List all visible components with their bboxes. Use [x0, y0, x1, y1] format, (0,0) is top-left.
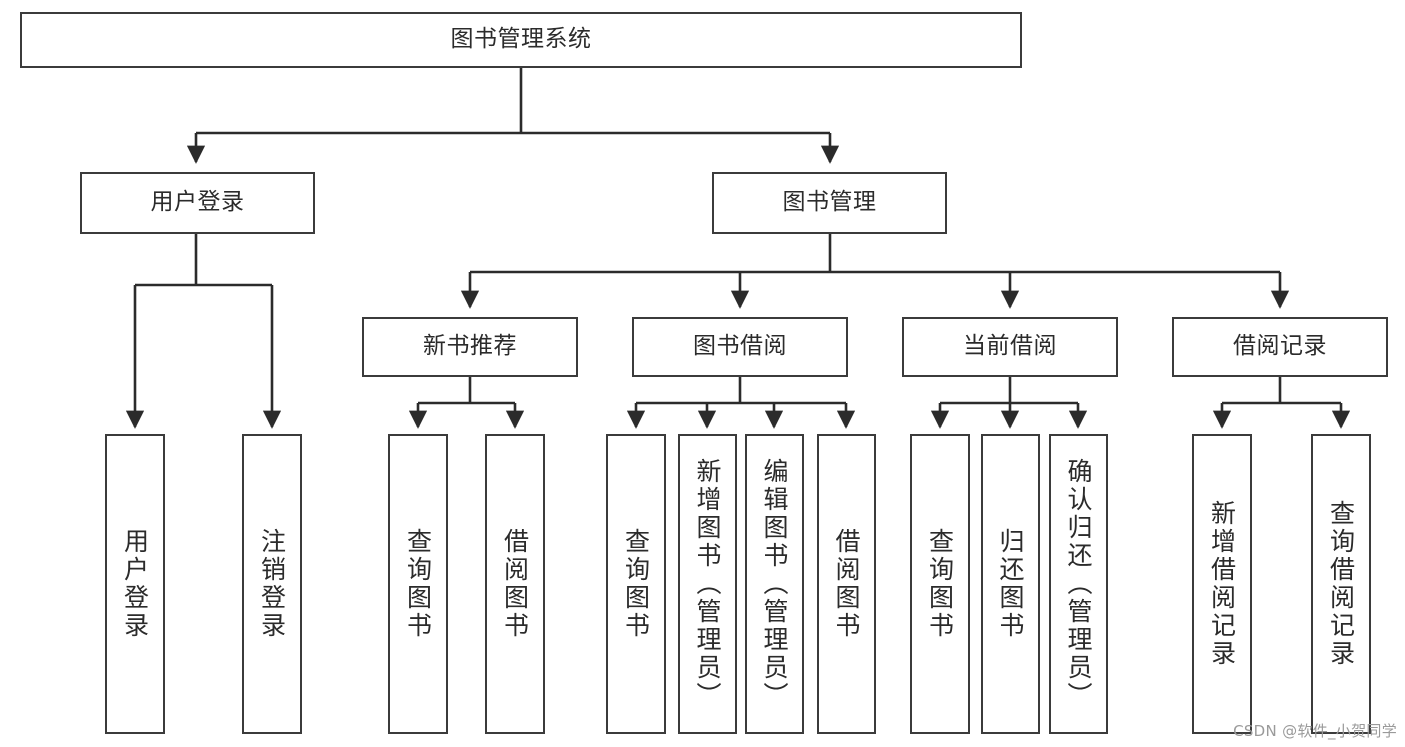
node-label: 新增图书（管理员）: [693, 458, 722, 710]
leaf-borrow-book-recommend[interactable]: 借阅图书: [485, 434, 545, 734]
node-label: 新增借阅记录: [1207, 500, 1237, 668]
node-label: 图书借阅: [693, 333, 787, 360]
leaf-borrow-book[interactable]: 借阅图书: [817, 434, 876, 734]
node-current-borrow[interactable]: 当前借阅: [902, 317, 1118, 377]
node-label: 借阅记录: [1233, 333, 1327, 360]
leaf-return-book[interactable]: 归还图书: [981, 434, 1040, 734]
node-label: 当前借阅: [963, 333, 1057, 360]
node-label: 图书管理系统: [450, 26, 592, 53]
node-label: 用户登录: [120, 528, 150, 640]
node-label: 归还图书: [996, 528, 1025, 640]
leaf-query-book-current[interactable]: 查询图书: [910, 434, 970, 734]
node-label: 查询图书: [925, 528, 955, 640]
leaf-edit-book-admin[interactable]: 编辑图书（管理员）: [745, 434, 804, 734]
node-book-management[interactable]: 图书管理: [712, 172, 947, 234]
watermark-text: CSDN @软件_小贺同学: [1233, 722, 1397, 740]
leaf-query-borrow-record[interactable]: 查询借阅记录: [1311, 434, 1371, 734]
node-label: 查询借阅记录: [1326, 500, 1356, 668]
leaf-add-borrow-record[interactable]: 新增借阅记录: [1192, 434, 1252, 734]
node-user-login[interactable]: 用户登录: [80, 172, 315, 234]
node-root-system[interactable]: 图书管理系统: [20, 12, 1022, 68]
node-label: 新书推荐: [423, 333, 517, 360]
node-label: 查询图书: [403, 528, 433, 640]
leaf-confirm-return-admin[interactable]: 确认归还（管理员）: [1049, 434, 1108, 734]
node-label: 借阅图书: [832, 528, 861, 640]
leaf-user-login[interactable]: 用户登录: [105, 434, 165, 734]
leaf-logout[interactable]: 注销登录: [242, 434, 302, 734]
node-borrow-record[interactable]: 借阅记录: [1172, 317, 1388, 377]
node-label: 确认归还（管理员）: [1064, 458, 1093, 710]
node-label: 编辑图书（管理员）: [760, 458, 789, 710]
node-label: 查询图书: [621, 528, 651, 640]
node-new-book-recommend[interactable]: 新书推荐: [362, 317, 578, 377]
node-label: 注销登录: [257, 528, 287, 640]
leaf-add-book-admin[interactable]: 新增图书（管理员）: [678, 434, 737, 734]
node-label: 用户登录: [150, 189, 245, 216]
leaf-query-book-borrow[interactable]: 查询图书: [606, 434, 666, 734]
node-label: 图书管理: [782, 189, 877, 216]
node-book-borrow[interactable]: 图书借阅: [632, 317, 848, 377]
leaf-query-book-recommend[interactable]: 查询图书: [388, 434, 448, 734]
node-label: 借阅图书: [500, 528, 530, 640]
